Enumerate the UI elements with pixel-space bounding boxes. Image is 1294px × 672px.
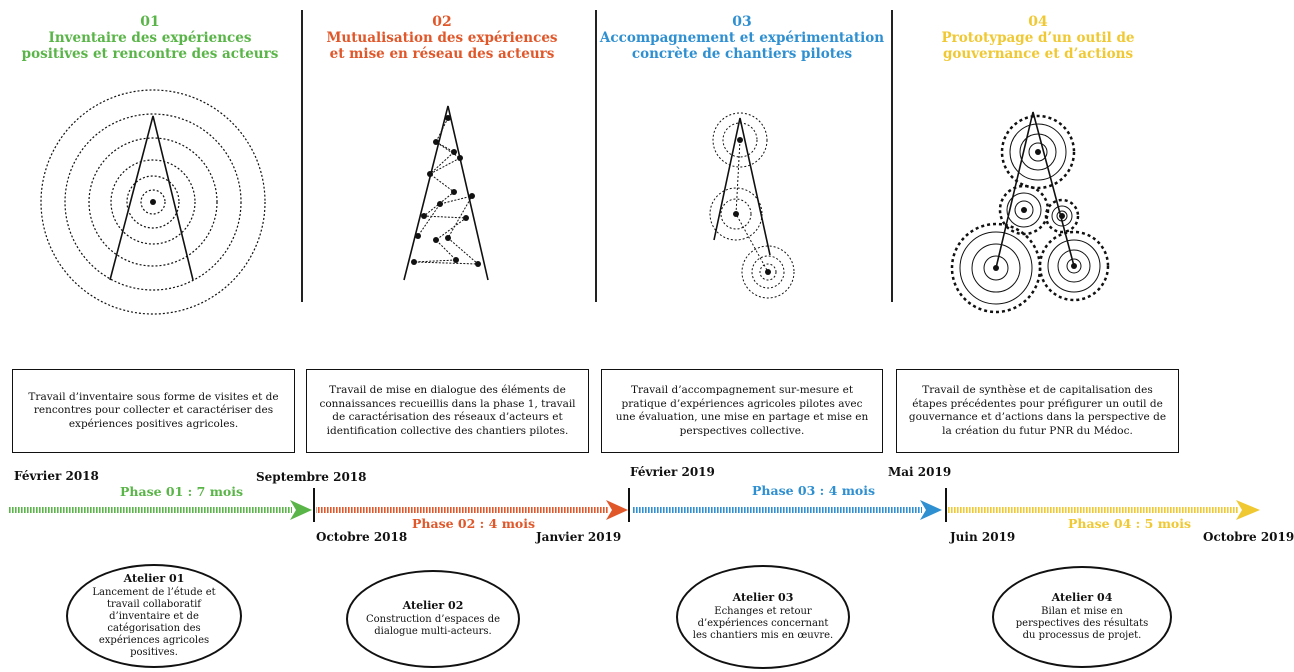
atelier-03-title: Atelier 03 <box>732 591 794 604</box>
atelier-04-text: Bilan et mise en perspectives des résult… <box>1015 606 1149 641</box>
phase-01-description: Travail d’inventaire sous forme de visit… <box>12 369 295 453</box>
date-fevrier-2019: Février 2019 <box>630 465 715 479</box>
phase-02-arrow <box>316 500 628 520</box>
date-octobre-2019: Octobre 2019 <box>1203 530 1294 544</box>
phase-04-title-line2: gouvernance et d’actions <box>942 46 1134 62</box>
phase-02-title-line1: Mutualisation des expériences <box>326 30 558 46</box>
timeline <box>8 500 1260 520</box>
date-janvier-2019: Janvier 2019 <box>536 530 622 544</box>
phase-04-heading: 04 Prototypage d’un outil de gouvernance… <box>893 14 1183 62</box>
atelier-04: Atelier 04 Bilan et mise en perspectives… <box>992 566 1172 668</box>
date-septembre-2018: Septembre 2018 <box>256 470 367 484</box>
atelier-01-title: Atelier 01 <box>123 572 185 585</box>
phase-01-heading: 01 Inventaire des expériences positives … <box>5 14 295 62</box>
date-fevrier-2018: Février 2018 <box>14 469 99 483</box>
phase-04-title-line1: Prototypage d’un outil de <box>941 30 1135 46</box>
phase-04-number: 04 <box>1028 14 1048 30</box>
phase-02-duration: Phase 02 : 4 mois <box>412 516 536 531</box>
atelier-01: Atelier 01 Lancement de l’étude et trava… <box>66 564 242 668</box>
phase-03-title-line1: Accompagnement et expérimentation <box>599 30 885 46</box>
phase-04-description: Travail de synthèse et de capitalisation… <box>896 369 1179 453</box>
phase-02-illustration-network <box>403 105 489 281</box>
atelier-02-title: Atelier 02 <box>402 599 464 612</box>
phase-04-arrow <box>948 500 1260 520</box>
phase-01-illustration-concentric <box>40 89 266 315</box>
phase-03-title-line2: concrète de chantiers pilotes <box>631 46 853 62</box>
phase-04-illustration-gears <box>950 111 1110 314</box>
divider-1 <box>301 10 303 302</box>
phase-04-duration: Phase 04 : 5 mois <box>1068 516 1192 531</box>
phase-01-title-line1: Inventaire des expériences <box>48 30 252 46</box>
phase-01-duration: Phase 01 : 7 mois <box>120 484 244 499</box>
atelier-04-title: Atelier 04 <box>1051 591 1113 604</box>
phase-02-description: Travail de mise en dialogue des éléments… <box>306 369 589 453</box>
phase-03-number: 03 <box>732 14 752 30</box>
phase-02-description-text: Travail de mise en dialogue des éléments… <box>319 384 576 437</box>
phase-01-title-line2: positives et rencontre des acteurs <box>21 46 279 62</box>
atelier-01-text: Lancement de l’étude et travail collabor… <box>92 587 216 658</box>
atelier-03: Atelier 03 Echanges et retour d’expérien… <box>676 565 850 669</box>
phase-02-heading: 02 Mutualisation des expériences et mise… <box>297 14 587 62</box>
phase-01-arrow <box>8 500 312 520</box>
date-octobre-2018: Octobre 2018 <box>316 530 408 544</box>
atelier-03-text: Echanges et retour d’expériences concern… <box>692 606 834 641</box>
atelier-02-text: Construction d’espaces de dialogue multi… <box>365 614 501 637</box>
phase-03-heading: 03 Accompagnement et expérimentation con… <box>597 14 887 62</box>
phase-01-number: 01 <box>140 14 160 30</box>
phase-03-illustration-pilots <box>709 112 795 299</box>
phase-03-description-text: Travail d’accompagnement sur-mesure et p… <box>615 384 869 437</box>
date-juin-2019: Juin 2019 <box>950 530 1016 544</box>
divider-3 <box>891 10 893 302</box>
phase-02-title-line2: et mise en réseau des acteurs <box>329 46 555 62</box>
phase-03-duration: Phase 03 : 4 mois <box>752 483 876 498</box>
date-mai-2019: Mai 2019 <box>888 465 952 479</box>
tick-octobre-2018 <box>313 488 315 522</box>
phase-03-description: Travail d’accompagnement sur-mesure et p… <box>601 369 883 453</box>
phase-04-description-text: Travail de synthèse et de capitalisation… <box>908 384 1167 437</box>
tick-juin-2019 <box>945 488 947 522</box>
phase-01-description-text: Travail d’inventaire sous forme de visit… <box>28 390 279 430</box>
phase-02-number: 02 <box>432 14 452 30</box>
divider-2 <box>595 10 597 302</box>
tick-fevrier-2019 <box>628 488 630 522</box>
phase-03-arrow <box>632 500 942 520</box>
atelier-02: Atelier 02 Construction d’espaces de dia… <box>346 570 520 668</box>
